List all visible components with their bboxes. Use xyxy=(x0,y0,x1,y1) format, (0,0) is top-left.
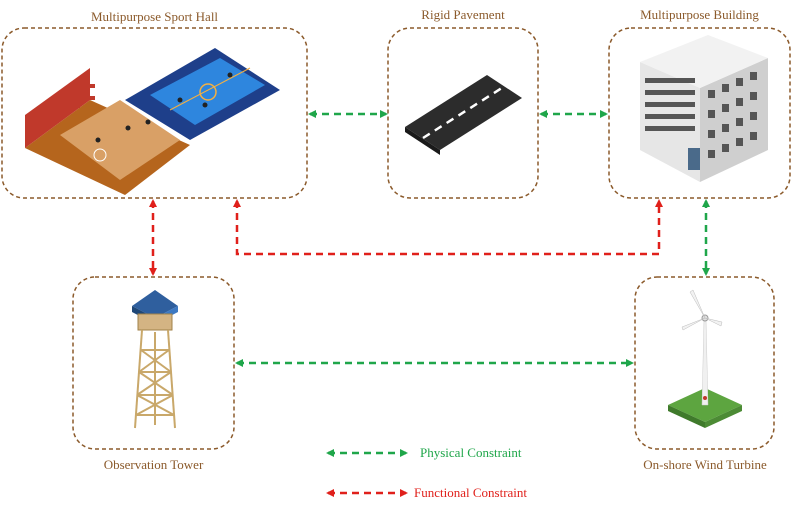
legend-functional-label: Functional Constraint xyxy=(414,485,528,500)
sport-hall-icon xyxy=(25,48,280,195)
building-box xyxy=(608,27,791,199)
turbine-label: On-shore Wind Turbine xyxy=(643,457,767,472)
turbine-icon xyxy=(668,289,742,428)
tower-icon xyxy=(132,290,178,429)
tower-label: Observation Tower xyxy=(103,457,204,472)
sport-hall-box xyxy=(1,27,308,199)
building-label: Multipurpose Building xyxy=(640,7,759,22)
tower-box xyxy=(72,276,235,450)
pavement-label: Rigid Pavement xyxy=(421,7,505,22)
legend-physical-label: Physical Constraint xyxy=(420,445,522,460)
sport-hall-building-link xyxy=(233,199,663,256)
sport-hall-label: Multipurpose Sport Hall xyxy=(90,9,219,24)
building-icon xyxy=(640,35,768,182)
pavement-box xyxy=(387,27,539,199)
turbine-box xyxy=(634,276,775,450)
pavement-icon xyxy=(405,75,522,155)
